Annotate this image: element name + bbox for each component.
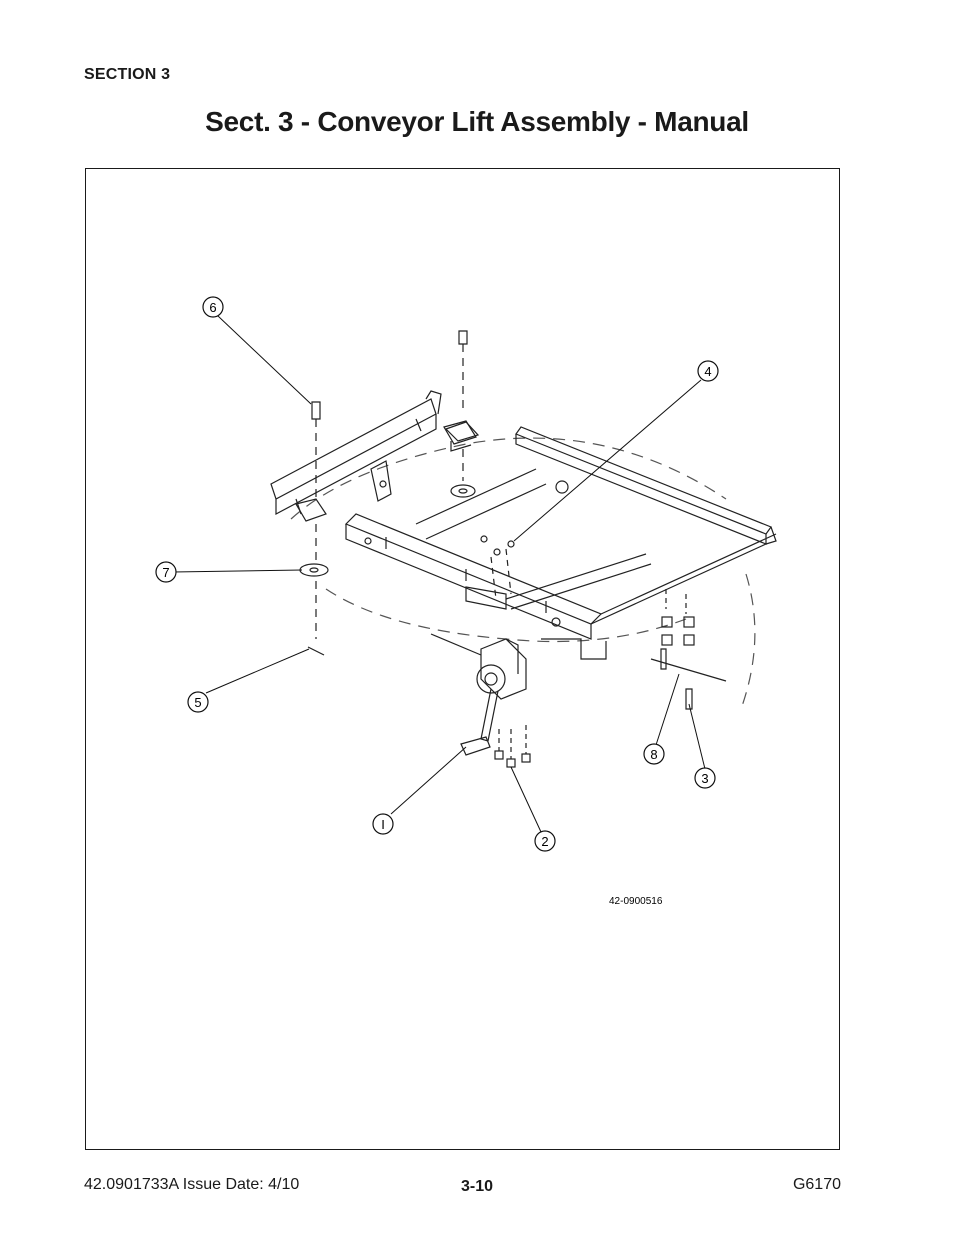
rear-rail bbox=[270, 390, 442, 515]
winch bbox=[430, 633, 527, 756]
footer-doc-number: 42.0901733A Issue Date: 4/10 bbox=[84, 1176, 300, 1193]
callout-8: 8 bbox=[643, 743, 665, 765]
leader-line bbox=[655, 673, 680, 746]
bolts bbox=[494, 725, 531, 768]
callout-6: 6 bbox=[202, 296, 224, 318]
callout-7: 7 bbox=[155, 561, 177, 583]
rear-mount-plate bbox=[295, 420, 477, 522]
svg-text:7: 7 bbox=[162, 565, 169, 580]
svg-text:5: 5 bbox=[194, 695, 201, 710]
clip-set bbox=[660, 589, 695, 710]
cotter-pin bbox=[307, 646, 325, 656]
pin bbox=[458, 330, 468, 345]
callout-2: 2 bbox=[534, 830, 556, 852]
leader-line bbox=[172, 569, 303, 573]
callout-4: 4 bbox=[697, 360, 719, 382]
svg-text:I: I bbox=[381, 817, 385, 832]
leader-line bbox=[390, 746, 467, 815]
callout-5: 5 bbox=[187, 691, 209, 713]
crank-handle bbox=[480, 688, 499, 742]
bracket bbox=[370, 460, 392, 502]
front-rail bbox=[344, 513, 603, 640]
svg-text:3: 3 bbox=[701, 771, 708, 786]
lower-support bbox=[465, 586, 507, 610]
callout-1: I bbox=[372, 813, 394, 835]
cross-member bbox=[600, 533, 777, 615]
leader-line bbox=[513, 379, 702, 542]
svg-text:4: 4 bbox=[704, 364, 711, 379]
svg-text:2: 2 bbox=[541, 834, 548, 849]
pin bbox=[311, 401, 321, 420]
lower-support bbox=[541, 638, 607, 660]
svg-text:8: 8 bbox=[650, 747, 657, 762]
leader-line bbox=[510, 766, 542, 833]
figure-frame: 6 4 7 5 8 3 I 2 42-0900516 bbox=[85, 168, 840, 1150]
section-label: SECTION 3 bbox=[84, 66, 171, 83]
dashed-outline bbox=[290, 437, 727, 520]
footer-page-number: 3-10 bbox=[460, 1178, 494, 1195]
right-rail bbox=[515, 426, 777, 545]
cross-member bbox=[505, 553, 652, 610]
nut-set bbox=[480, 535, 515, 600]
page-title: Sect. 3 - Conveyor Lift Assembly - Manua… bbox=[205, 106, 749, 137]
svg-text:6: 6 bbox=[209, 300, 216, 315]
leader-line bbox=[205, 648, 310, 694]
strap bbox=[650, 658, 727, 682]
cross-member bbox=[590, 543, 767, 625]
conveyor-lift-drawing: 6 4 7 5 8 3 I 2 42-0900516 bbox=[155, 296, 777, 907]
crank-knob bbox=[460, 736, 491, 756]
dashed-outline bbox=[740, 573, 756, 710]
callout-3: 3 bbox=[694, 767, 716, 789]
drawing-number: 42-0900516 bbox=[609, 896, 663, 907]
leader-line bbox=[688, 703, 706, 770]
footer-model: G6170 bbox=[792, 1176, 841, 1193]
top-mount-plate bbox=[444, 421, 480, 452]
cross-member bbox=[415, 468, 547, 540]
leader-line bbox=[217, 315, 312, 405]
